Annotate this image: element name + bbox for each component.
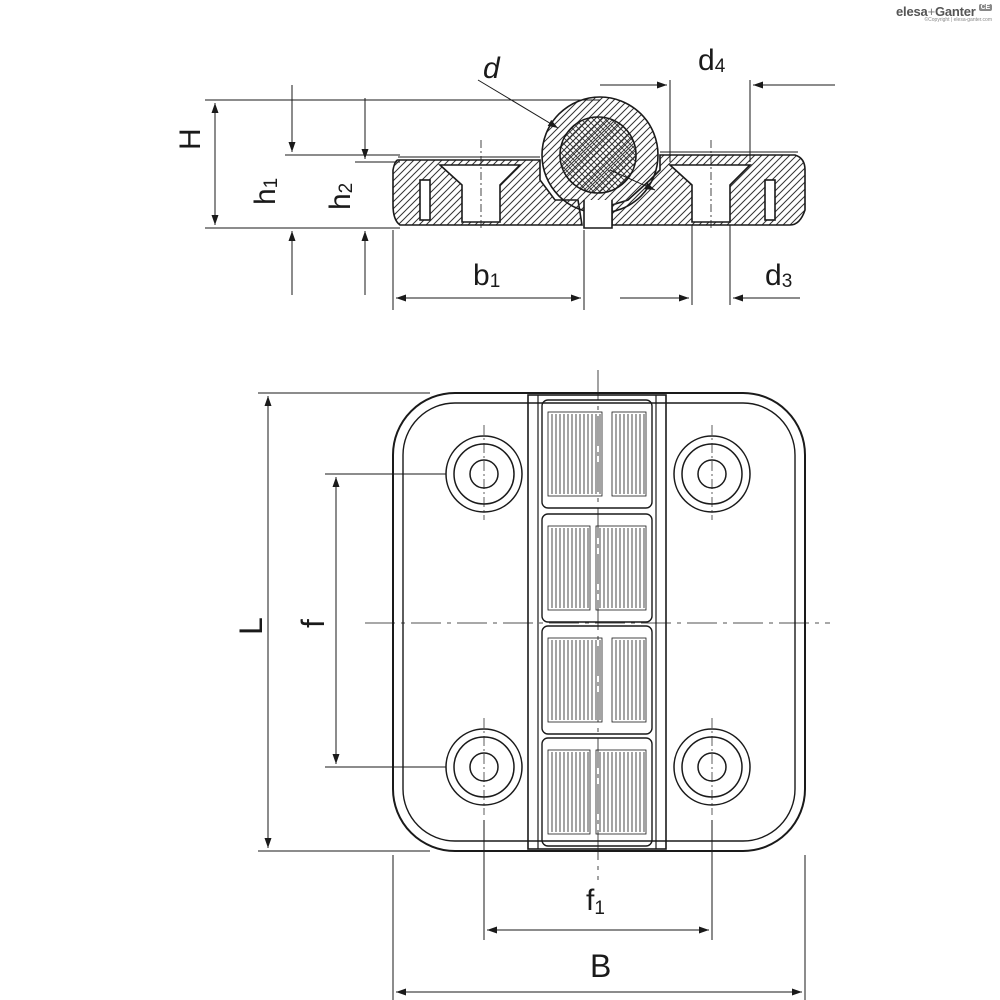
label-h1: h1 bbox=[249, 178, 282, 205]
knuckle-segments bbox=[541, 399, 653, 847]
section-view bbox=[392, 96, 806, 230]
knuckle-segment bbox=[541, 513, 653, 623]
rib-frame bbox=[547, 749, 591, 835]
label-d4: d4 bbox=[698, 44, 726, 77]
label-f1: f1 bbox=[586, 884, 605, 919]
section-labels: d d4 H h1 h2 b1 d3 bbox=[174, 44, 792, 292]
right-countersink bbox=[667, 164, 752, 223]
brand-name-plus: + bbox=[927, 4, 936, 19]
knuckle-segment bbox=[541, 625, 653, 735]
label-d3: d3 bbox=[765, 259, 792, 292]
label-f: f bbox=[295, 619, 331, 628]
plan-view bbox=[365, 370, 830, 880]
label-b1: b1 bbox=[473, 259, 500, 292]
knuckle-segment bbox=[541, 399, 653, 509]
rib-frame bbox=[611, 411, 647, 497]
leaf-gap bbox=[583, 200, 613, 229]
rib-frame bbox=[595, 525, 647, 611]
brand-name-part1: elesa bbox=[896, 4, 928, 19]
label-H: H bbox=[174, 128, 207, 150]
rib-frame bbox=[547, 411, 603, 497]
rib-frame bbox=[611, 637, 647, 723]
plan-dimensions bbox=[258, 392, 806, 1000]
knuckle-frame bbox=[527, 394, 667, 850]
hinge-outline bbox=[392, 392, 806, 852]
hinge-pin bbox=[559, 116, 637, 194]
label-h2: h2 bbox=[324, 183, 357, 210]
rib-frame bbox=[595, 749, 647, 835]
label-B: B bbox=[590, 948, 611, 984]
label-L: L bbox=[233, 617, 269, 635]
brand-copyright: ©Copyright | elesa-ganter.com bbox=[924, 17, 992, 23]
ce-mark-icon: CE bbox=[978, 4, 992, 11]
hinge-inner-outline bbox=[402, 402, 796, 842]
knuckle-ribs bbox=[547, 411, 647, 835]
knuckle-segment bbox=[541, 737, 653, 847]
section-dimensions bbox=[205, 79, 835, 310]
brand-name-part2: Ganter bbox=[934, 4, 976, 19]
left-countersink bbox=[437, 164, 522, 223]
label-d: d bbox=[483, 52, 501, 85]
rib-frame bbox=[547, 525, 591, 611]
rib-frame bbox=[547, 637, 603, 723]
plan-labels: L f f1 B bbox=[233, 617, 611, 984]
